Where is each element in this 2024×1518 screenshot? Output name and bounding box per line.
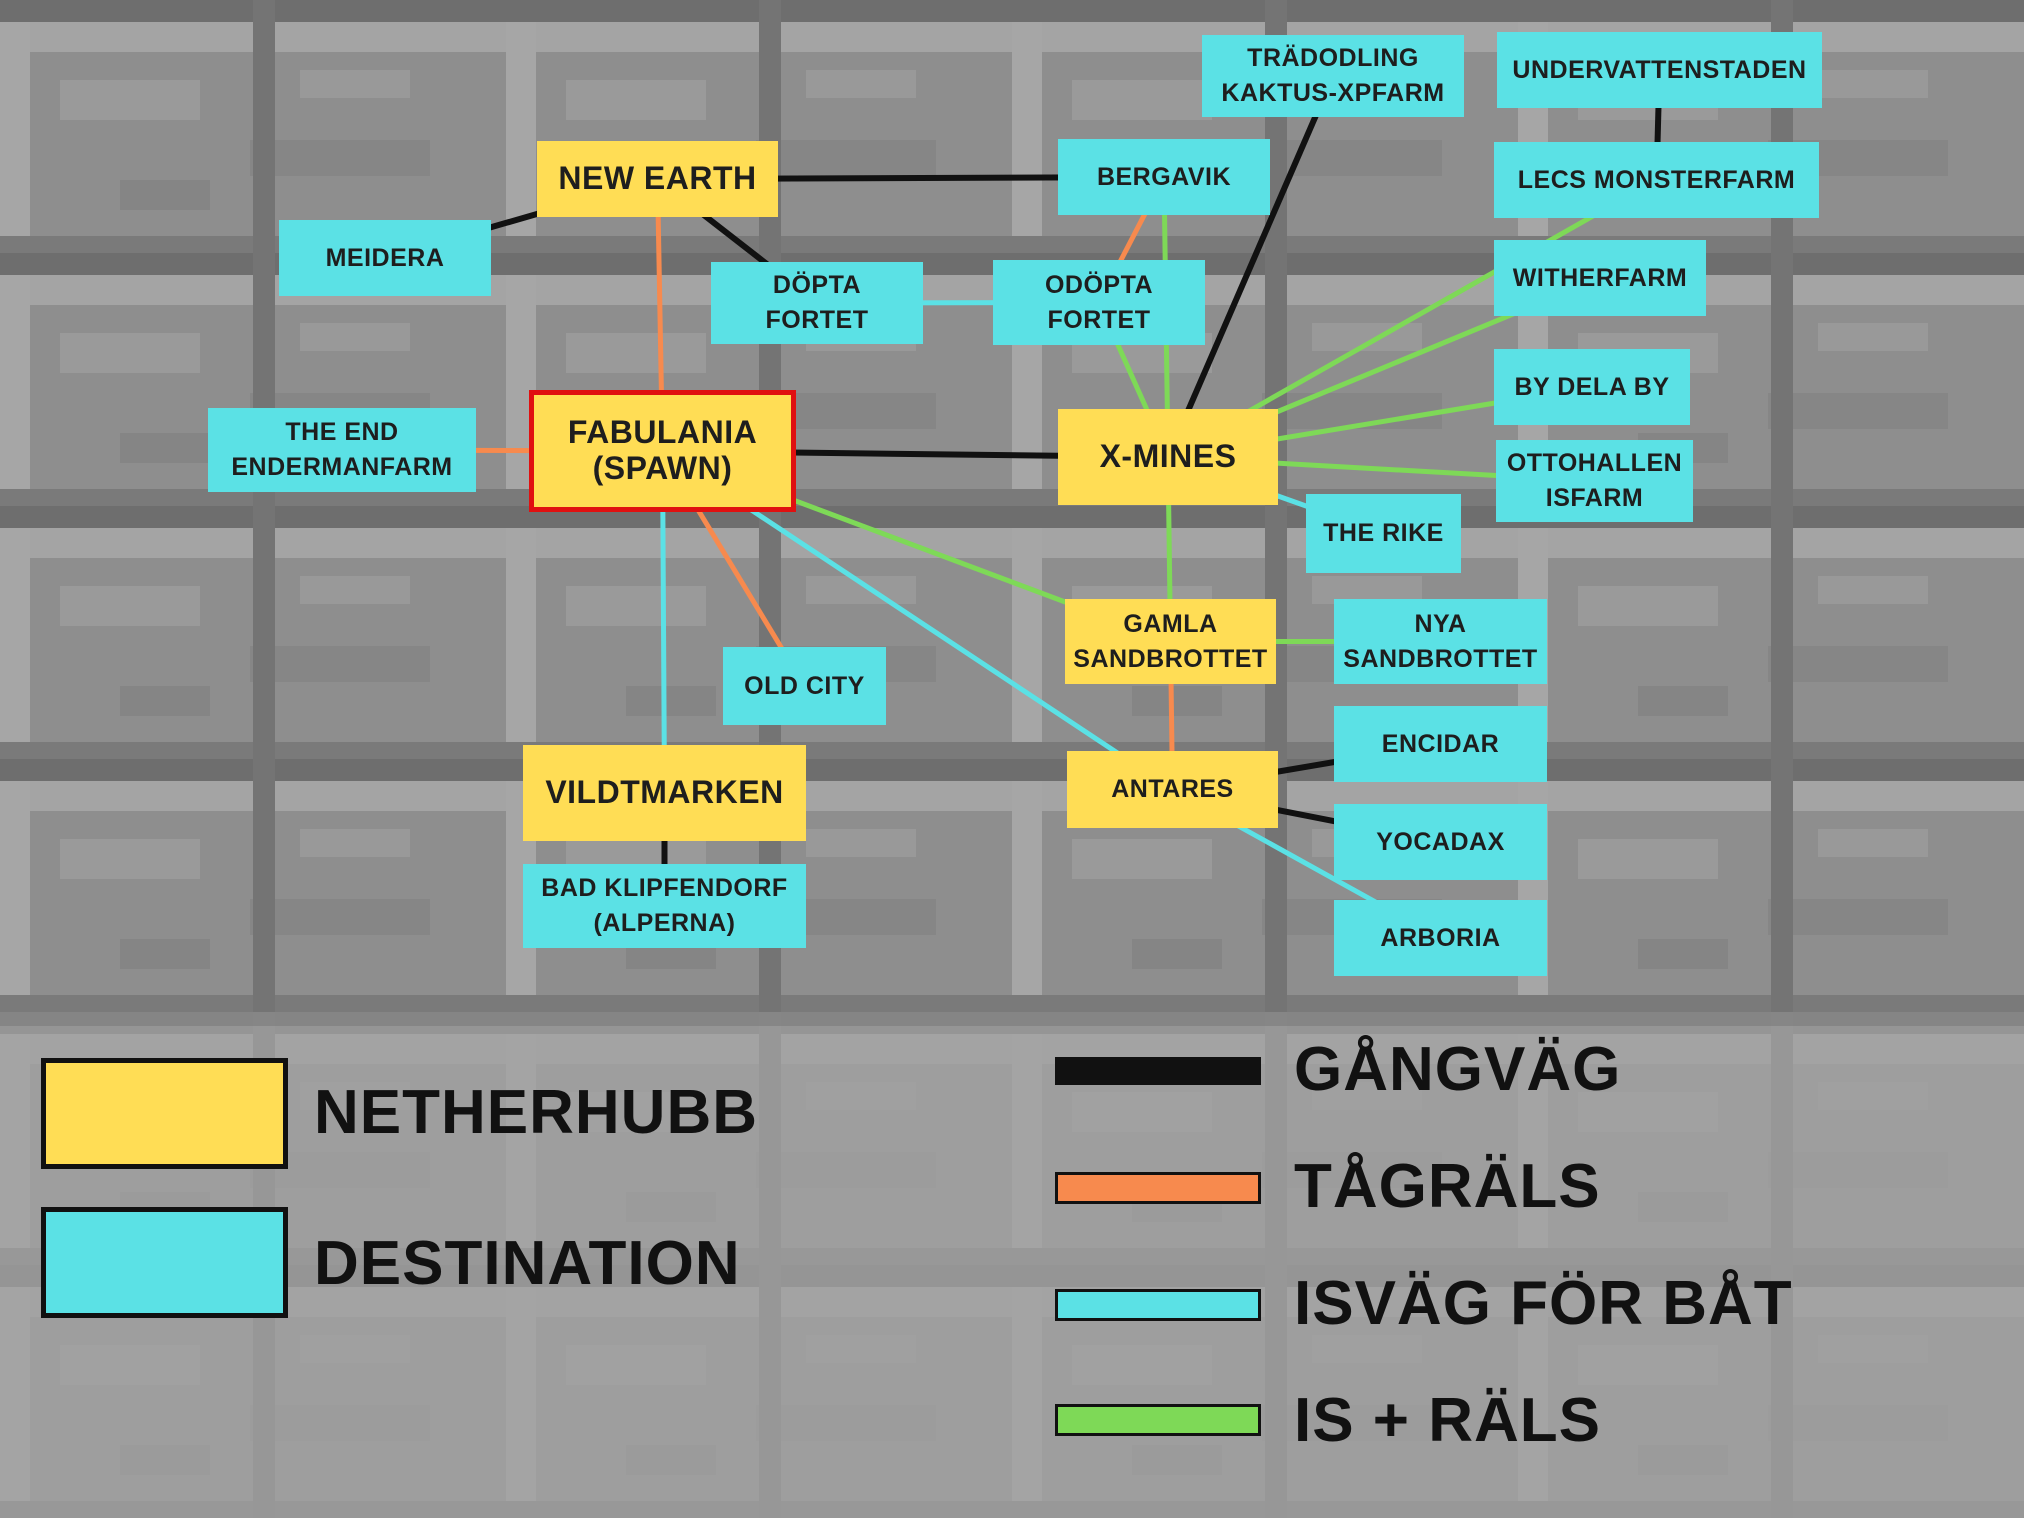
node-fabulania-spawn: FABULANIA (SPAWN)	[529, 390, 796, 512]
node-label: ENDERMANFARM	[231, 453, 453, 481]
node-label: THE END	[285, 418, 399, 446]
legend-line-is-rals	[1055, 1404, 1261, 1436]
node-label: NEW EARTH	[558, 160, 757, 197]
legend-label-gangvag: GÅNGVÄG	[1294, 1035, 1622, 1104]
node-the-rike: THE RIKE	[1306, 494, 1461, 573]
node-gamla-sandbrottet: GAMLA SANDBROTTET	[1065, 599, 1276, 684]
node-label: (SPAWN)	[592, 450, 733, 486]
node-witherfarm: WITHERFARM	[1494, 240, 1706, 316]
node-undervattenstaden: UNDERVATTENSTADEN	[1497, 32, 1822, 108]
legend-line-tagrals	[1055, 1172, 1261, 1204]
node-label: KAKTUS-XPFARM	[1221, 79, 1445, 107]
node-yocadax: YOCADAX	[1334, 804, 1547, 880]
legend-line-isvag	[1055, 1289, 1261, 1321]
node-label: ANTARES	[1111, 775, 1234, 803]
node-label: SANDBROTTET	[1343, 644, 1538, 673]
node-nya-sandbrottet: NYA SANDBROTTET	[1334, 599, 1547, 684]
node-label: ISFARM	[1545, 484, 1644, 512]
node-bad-klipfendorf: BAD KLIPFENDORF (ALPERNA)	[523, 864, 806, 948]
node-old-city: OLD CITY	[723, 647, 886, 725]
node-label: OLD CITY	[744, 671, 865, 700]
node-dopta-fortet: DÖPTA FORTET	[711, 262, 923, 344]
node-new-earth: NEW EARTH	[537, 141, 778, 217]
node-label: FABULANIA	[567, 414, 758, 451]
legend-line-gangvag	[1055, 1057, 1261, 1085]
node-label: OTTOHALLEN	[1506, 449, 1683, 477]
node-label: THE RIKE	[1323, 519, 1444, 547]
node-label: GAMLA	[1123, 609, 1218, 638]
node-vildtmarken: VILDTMARKEN	[523, 745, 806, 841]
node-lecs-monsterfarm: LECS MONSTERFARM	[1494, 142, 1819, 218]
node-label: VILDTMARKEN	[545, 774, 784, 811]
legend-label-tagrals: TÅGRÄLS	[1294, 1152, 1601, 1221]
node-label: ARBORIA	[1380, 923, 1501, 952]
node-bergavik: BERGAVIK	[1058, 139, 1270, 215]
node-meidera: MEIDERA	[279, 220, 491, 296]
node-label: (ALPERNA)	[593, 909, 736, 937]
node-encidar: ENCIDAR	[1334, 706, 1547, 782]
node-antares: ANTARES	[1067, 751, 1278, 828]
node-label: DÖPTA	[772, 271, 862, 299]
node-arboria: ARBORIA	[1334, 900, 1547, 976]
node-label: FORTET	[765, 306, 869, 334]
node-label: YOCADAX	[1376, 827, 1505, 856]
node-label: X-MINES	[1099, 438, 1237, 475]
legend-swatch-netherhubb	[41, 1058, 288, 1169]
node-label: ODÖPTA	[1044, 270, 1154, 299]
node-label: BAD KLIPFENDORF	[541, 874, 788, 902]
legend-label-netherhubb: NETHERHUBB	[314, 1078, 758, 1147]
node-label: MEIDERA	[325, 243, 445, 272]
legend-label-is-rals: IS + RÄLS	[1294, 1386, 1602, 1455]
node-odopta-fortet: ODÖPTA FORTET	[993, 260, 1205, 345]
node-label: SANDBROTTET	[1073, 644, 1268, 673]
node-label: ENCIDAR	[1381, 729, 1500, 758]
legend-label-destination: DESTINATION	[314, 1229, 741, 1298]
node-x-mines: X-MINES	[1058, 409, 1278, 505]
node-label: FORTET	[1047, 305, 1151, 334]
node-tradodling: TRÄDODLING KAKTUS-XPFARM	[1202, 35, 1464, 117]
node-label: WITHERFARM	[1512, 263, 1688, 292]
legend-swatch-destination	[41, 1207, 288, 1318]
link-tradodling-xmines	[1165, 74, 1336, 459]
node-label: LECS MONSTERFARM	[1517, 165, 1796, 194]
node-label: TRÄDODLING	[1247, 44, 1419, 72]
node-the-end-endermanfarm: THE END ENDERMANFARM	[208, 408, 476, 492]
legend-label-isvag: ISVÄG FÖR BÅT	[1294, 1269, 1793, 1338]
node-label: BERGAVIK	[1096, 162, 1232, 191]
node-by-dela-by: BY DELA BY	[1494, 349, 1690, 425]
node-ottohallen-isfarm: OTTOHALLEN ISFARM	[1496, 440, 1693, 522]
node-label: NYA	[1414, 609, 1467, 638]
node-label: BY DELA BY	[1514, 372, 1670, 401]
node-label: UNDERVATTENSTADEN	[1512, 55, 1807, 84]
